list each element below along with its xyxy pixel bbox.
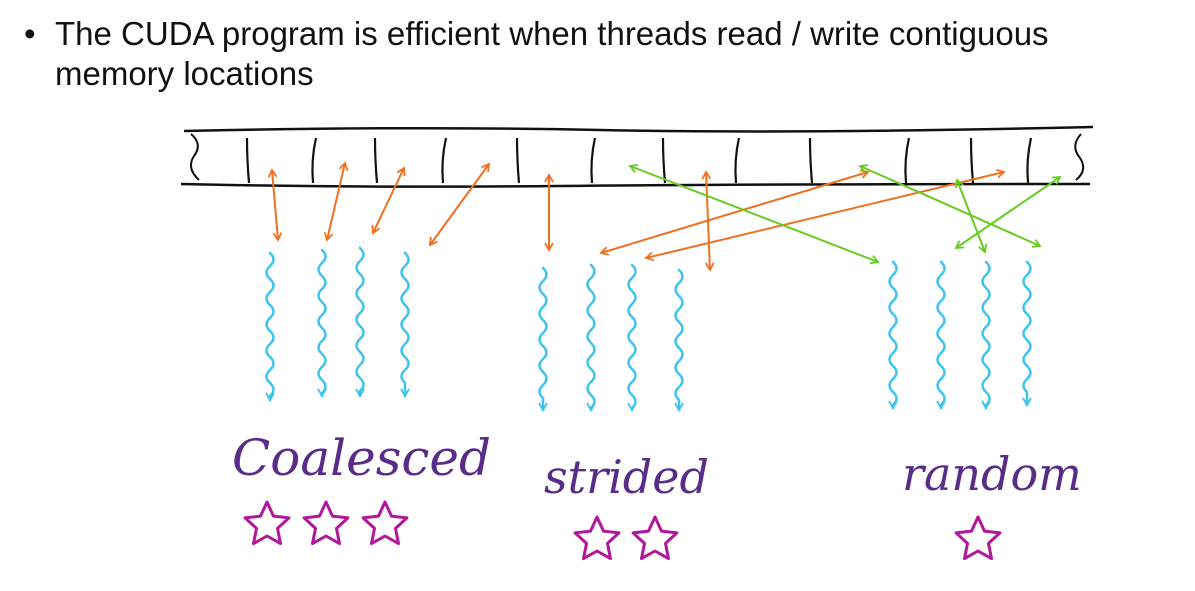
star-icon (243, 500, 291, 546)
star-icon (361, 500, 409, 546)
efficiency-ratings (243, 500, 1002, 561)
random-label: random (902, 447, 1082, 501)
random-access-arrow (954, 175, 1062, 250)
star-icon (573, 515, 621, 561)
thread-squiggle-icon (400, 251, 410, 398)
thread-squiggle-icon (888, 260, 898, 410)
memory-cell-divider (904, 137, 911, 184)
star-icon (631, 515, 679, 561)
thread-squiggle-icon (1022, 260, 1032, 407)
star-icon (954, 515, 1002, 561)
memory-access-arrows (267, 161, 1062, 272)
bullet-marker: • (24, 15, 36, 52)
memory-cells (245, 137, 1033, 184)
bullet-text: The CUDA program is efficient when threa… (55, 15, 1049, 92)
memory-cell-divider (734, 137, 741, 184)
memory-cell-divider (1026, 137, 1033, 184)
memory-cell-divider (515, 137, 521, 184)
memory-strip-right-squiggle (1074, 133, 1085, 181)
memory-strip-top-edge (183, 125, 1094, 133)
thread-squiggle-icon (936, 260, 946, 410)
memory-cell-divider (311, 137, 318, 184)
memory-cell-divider (373, 137, 379, 184)
memory-cell-divider (245, 137, 251, 184)
threads (265, 246, 1032, 412)
thread-squiggle-icon (355, 246, 365, 398)
memory-cell-divider (969, 137, 975, 184)
pattern-labels: Coalesced strided random (232, 429, 1082, 504)
random-access-arrow (858, 164, 1042, 248)
thread-squiggle-icon (674, 268, 684, 412)
coalesced-label: Coalesced (232, 429, 491, 487)
coalesced-access-arrow (371, 166, 406, 235)
random-access-arrow (628, 163, 880, 265)
star-icon (302, 500, 350, 546)
memory-strip (180, 125, 1094, 188)
coalesced-access-arrow (323, 161, 349, 242)
thread-squiggle-icon (538, 266, 548, 412)
thread-squiggle-icon (265, 251, 275, 402)
thread-squiggle-icon (586, 263, 596, 412)
memory-cell-divider (661, 137, 667, 184)
strided-label: strided (544, 450, 709, 504)
thread-squiggle-icon (317, 248, 327, 398)
random-access-arrow (954, 178, 988, 254)
memory-strip-left-squiggle (189, 133, 200, 181)
coalesced-access-arrow (267, 168, 283, 242)
memory-cell-divider (441, 137, 448, 184)
coalesced-access-arrow (428, 162, 491, 247)
memory-cell-divider (808, 137, 814, 184)
thread-squiggle-icon (981, 260, 991, 410)
thread-squiggle-icon (627, 263, 637, 412)
memory-cell-divider (590, 137, 597, 184)
